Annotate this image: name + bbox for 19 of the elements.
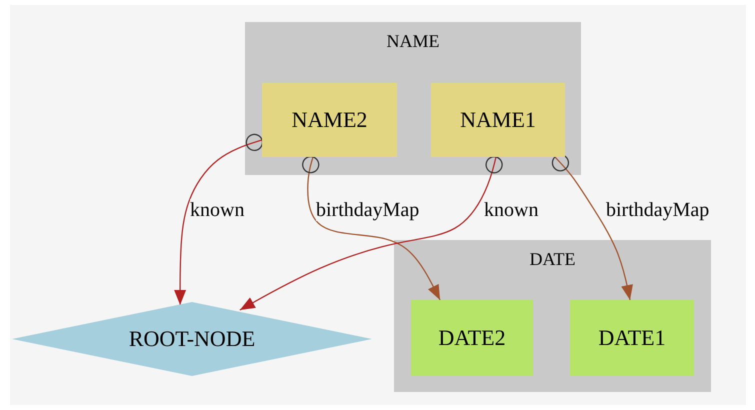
node-box: [570, 300, 694, 376]
arrow: [174, 134, 263, 305]
edge-label: birthdayMap: [316, 199, 420, 221]
node-label: NAME2: [290, 107, 368, 133]
cluster-box: [245, 22, 581, 175]
arrow: [302, 156, 441, 300]
node-box: [411, 300, 533, 376]
cluster-title: DATE: [528, 249, 576, 270]
node-label: DATE2: [437, 325, 507, 351]
node-label: NAME1: [459, 107, 537, 133]
node-label: ROOT-NODE: [128, 326, 256, 352]
node-box: [262, 83, 397, 157]
node-label: DATE1: [597, 325, 667, 351]
arrow: [552, 154, 633, 300]
arrow: [240, 156, 503, 311]
edge-label: birthdayMap: [606, 199, 710, 221]
node-box: [431, 83, 565, 157]
cluster-title: NAME: [386, 31, 440, 52]
cluster-box: [394, 240, 711, 392]
